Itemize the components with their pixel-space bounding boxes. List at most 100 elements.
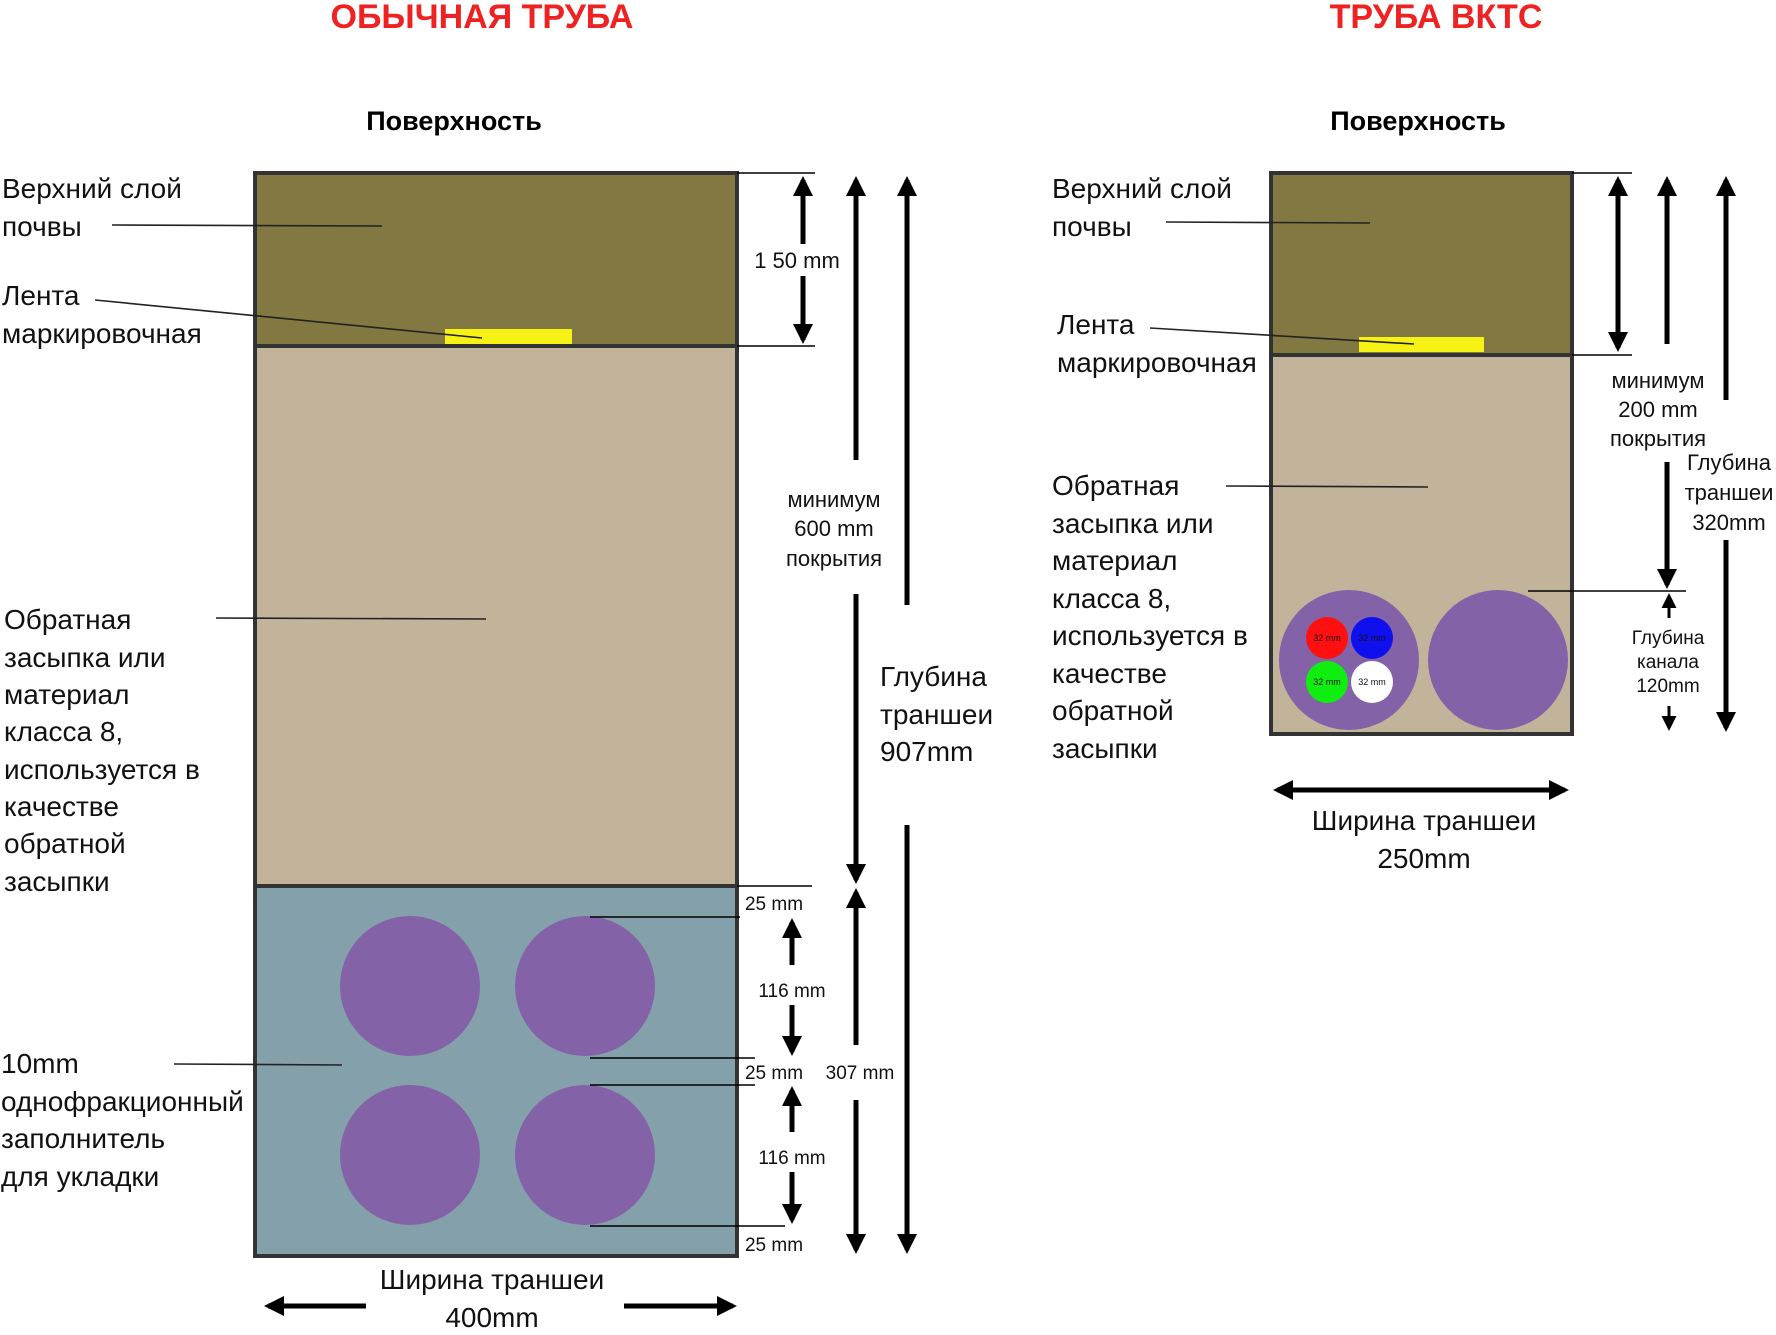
microduct-size-label: 32 mm	[1313, 633, 1341, 643]
svg-text:907mm: 907mm	[880, 736, 973, 767]
svg-text:Глубина: Глубина	[1687, 450, 1772, 475]
leader-line	[1149, 327, 1415, 345]
svg-text:засыпка или: засыпка или	[4, 642, 166, 673]
svg-text:качестве: качестве	[1052, 658, 1167, 689]
topsoil-depth-label: 1 50 mm	[754, 248, 840, 273]
tape-label: Лента маркировочная	[1057, 309, 1257, 378]
svg-text:качестве: качестве	[4, 791, 119, 822]
gap-mid-label: 25 mm	[745, 1063, 803, 1084]
trench-depth-label: Глубина траншеи 320mm	[1685, 450, 1774, 535]
surface-label: Поверхность	[366, 106, 542, 136]
duct-pipe	[340, 916, 480, 1056]
topsoil-label: Верхний слой почвы	[2, 173, 182, 242]
bedding-label: 10mm однофракционный заполнитель для укл…	[1, 1048, 244, 1192]
standard-pipe-section: ОБЫЧНАЯ ТРУБА Поверхность Верхний слой п…	[1, 0, 993, 1333]
gap-top-label: 25 mm	[745, 894, 803, 915]
svg-text:Лента: Лента	[2, 280, 80, 311]
channel-depth-label: Глубина канала 120mm	[1632, 628, 1705, 697]
microduct-size-label: 32 mm	[1358, 677, 1386, 687]
svg-text:Глубина: Глубина	[1632, 628, 1705, 649]
duct-pipe	[515, 916, 655, 1056]
svg-text:обратной: обратной	[4, 828, 126, 859]
trench-outline	[253, 171, 739, 1258]
microduct-bundle	[1279, 590, 1419, 730]
svg-text:320mm: 320mm	[1692, 510, 1765, 535]
surface-label: Поверхность	[1330, 106, 1506, 136]
svg-text:минимум: минимум	[787, 487, 880, 512]
microduct-red	[1306, 617, 1348, 659]
svg-text:класса 8,: класса 8,	[4, 716, 123, 747]
microduct-size-label: 32 mm	[1313, 677, 1341, 687]
svg-text:траншеи: траншеи	[880, 699, 993, 730]
svg-text:600 mm: 600 mm	[794, 516, 873, 541]
microduct-white	[1351, 661, 1393, 703]
svg-text:почвы: почвы	[1052, 211, 1132, 242]
bedding-depth-label: 307 mm	[826, 1063, 895, 1084]
svg-text:однофракционный: однофракционный	[1, 1086, 244, 1117]
duct-height-label-2: 116 mm	[758, 1148, 825, 1169]
svg-text:засыпка или: засыпка или	[1052, 508, 1214, 539]
svg-text:заполнитель: заполнитель	[1, 1123, 165, 1154]
trench-width-label: Ширина траншеи 250mm	[1312, 805, 1536, 874]
duct-height-label-1: 116 mm	[758, 981, 825, 1002]
microduct-size-label: 32 mm	[1358, 633, 1386, 643]
svg-text:материал: материал	[1052, 545, 1177, 576]
leader-line	[1225, 485, 1429, 488]
svg-text:Лента: Лента	[1057, 309, 1135, 340]
svg-text:обратной: обратной	[1052, 695, 1174, 726]
svg-text:маркировочная: маркировочная	[1057, 347, 1257, 378]
topsoil-label: Верхний слой почвы	[1052, 173, 1232, 242]
standard-pipe-title: ОБЫЧНАЯ ТРУБА	[331, 0, 634, 36]
min-cover-label: минимум 600 mm покрытия	[786, 487, 882, 571]
svg-text:Верхний слой: Верхний слой	[1052, 173, 1232, 204]
svg-text:минимум: минимум	[1611, 368, 1704, 393]
backfill-layer	[255, 346, 737, 886]
svg-text:400mm: 400mm	[445, 1302, 538, 1333]
svg-text:засыпки: засыпки	[1052, 733, 1158, 764]
gap-bottom-label: 25 mm	[745, 1235, 803, 1256]
vkts-pipe-section: ТРУБА ВКТС Поверхность 32 mm 32 mm 32 mm…	[1052, 0, 1773, 874]
leader-line	[173, 1063, 343, 1066]
trench-width-label: Ширина траншеи 400mm	[380, 1264, 604, 1333]
topsoil-layer	[1271, 173, 1572, 355]
svg-text:класса 8,: класса 8,	[1052, 583, 1171, 614]
leader-line	[1165, 221, 1371, 224]
svg-text:засыпки: засыпки	[4, 866, 110, 897]
svg-text:траншеи: траншеи	[1685, 480, 1774, 505]
leader-line	[111, 224, 383, 227]
leader-line	[94, 299, 483, 339]
vkts-pipe-title: ТРУБА ВКТС	[1330, 0, 1543, 36]
svg-text:маркировочная: маркировочная	[2, 318, 202, 349]
backfill-label: Обратная засыпка или материал класса 8, …	[4, 604, 200, 897]
svg-text:покрытия: покрытия	[1610, 426, 1706, 451]
duct-pipe	[340, 1085, 480, 1225]
trench-outline	[1269, 171, 1574, 736]
topsoil-layer	[255, 173, 737, 346]
svg-text:используется в: используется в	[4, 754, 200, 785]
svg-text:для укладки: для укладки	[1, 1161, 159, 1192]
svg-text:Верхний слой: Верхний слой	[2, 173, 182, 204]
svg-text:почвы: почвы	[2, 211, 82, 242]
svg-text:Глубина: Глубина	[880, 661, 987, 692]
svg-text:Ширина траншеи: Ширина траншеи	[380, 1264, 604, 1295]
svg-text:Обратная: Обратная	[1052, 470, 1179, 501]
marker-tape	[1359, 337, 1484, 352]
svg-text:250mm: 250mm	[1377, 843, 1470, 874]
bedding-layer	[255, 886, 737, 1256]
svg-text:канала: канала	[1637, 652, 1699, 673]
leader-line	[215, 617, 487, 620]
svg-text:покрытия: покрытия	[786, 546, 882, 571]
svg-text:120mm: 120mm	[1636, 676, 1699, 697]
svg-text:200 mm: 200 mm	[1618, 397, 1697, 422]
min-cover-label: минимум 200 mm покрытия	[1610, 368, 1706, 451]
trench-depth-label: Глубина траншеи 907mm	[880, 661, 993, 767]
backfill-label: Обратная засыпка или материал класса 8, …	[1052, 470, 1248, 764]
svg-text:10mm: 10mm	[1, 1048, 79, 1079]
duct-pipe	[515, 1085, 655, 1225]
svg-text:материал: материал	[4, 679, 129, 710]
marker-tape	[445, 329, 572, 344]
svg-text:используется в: используется в	[1052, 620, 1248, 651]
microduct-green	[1306, 661, 1348, 703]
svg-text:Обратная: Обратная	[4, 604, 131, 635]
